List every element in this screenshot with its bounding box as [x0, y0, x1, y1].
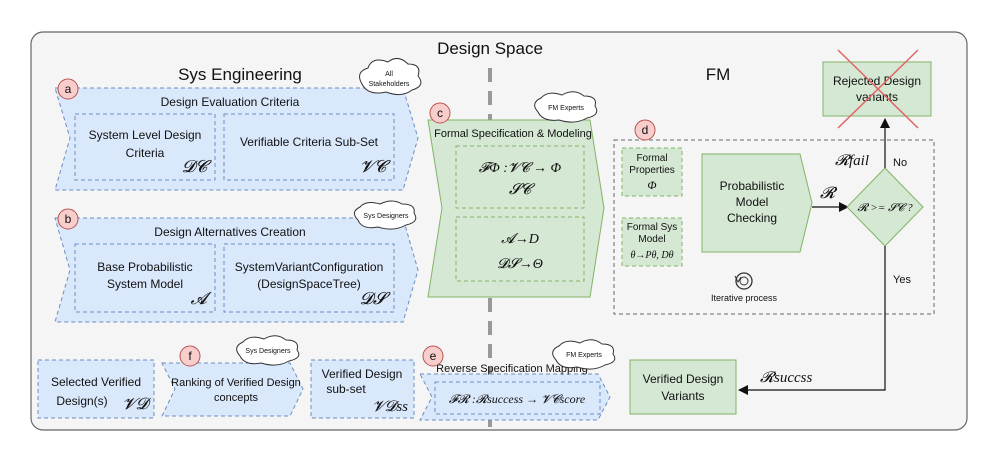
- formal-properties-box: [621, 147, 683, 197]
- verified-variants-label-1: Verified Design: [643, 372, 724, 386]
- pmc-label-2: Model: [736, 195, 769, 209]
- rejected-label-1: Rejected Design: [833, 74, 921, 88]
- model-mapping-eq-2: 𝓓𝓢→Θ: [497, 257, 543, 272]
- badge-d: d: [634, 119, 656, 141]
- sys-engineering-heading: Sys Engineering: [178, 65, 302, 84]
- iterative-process-icon: [734, 272, 753, 290]
- cloud-sys-designers-f: Sys Designers: [236, 335, 300, 366]
- design-evaluation-criteria-title: Design Evaluation Criteria: [161, 95, 300, 109]
- selected-verified-label-2: Design(s): [56, 394, 107, 408]
- model-mapping-eq-1: 𝓐→D: [501, 232, 539, 247]
- verified-variants-label-2: Variants: [661, 389, 704, 403]
- reverse-specification-block: [419, 373, 611, 421]
- iterative-process-label: Iterative process: [711, 293, 778, 303]
- cloud-sys-designers-b: Sys Designers: [354, 200, 417, 230]
- success-arrow: [738, 246, 886, 395]
- selected-verified-label-1: Selected Verified: [51, 375, 141, 389]
- ranking-label-1: Ranking of Verified Design: [171, 377, 301, 389]
- ds-symbol: 𝓓𝓢: [360, 289, 391, 308]
- badge-f: f: [179, 345, 201, 367]
- formal-sys-model-label-2: Model: [638, 234, 665, 245]
- vd-symbol: 𝓥𝓓: [122, 396, 151, 413]
- base-probabilistic-label-2: System Model: [107, 277, 183, 291]
- system-level-criteria-label-2: Criteria: [126, 146, 165, 160]
- probabilistic-model-checking-block: [701, 153, 813, 253]
- badge-b: b: [57, 208, 79, 230]
- svg-text:b: b: [65, 212, 72, 226]
- svg-text:FM Experts: FM Experts: [548, 105, 584, 112]
- r-fail-label: 𝓡fail: [835, 153, 869, 169]
- formal-sys-model-box: [621, 217, 683, 267]
- r-success-label: 𝓡succss: [760, 370, 813, 386]
- system-level-criteria-box: [74, 113, 216, 181]
- cloud-all-stakeholders: All Stakeholders: [359, 58, 422, 96]
- decision-label: 𝓡 >= 𝓢𝓒 ?: [857, 202, 913, 214]
- spec-mapping-box: [455, 145, 585, 209]
- model-checking-region: [613, 139, 935, 315]
- reject-cross-2: [837, 49, 919, 129]
- system-variant-config-label-2: (DesignSpaceTree): [257, 277, 361, 291]
- formal-properties-label-2: Properties: [629, 165, 675, 176]
- verified-subset-label-1: Verified Design: [322, 367, 403, 381]
- design-alternatives-title: Design Alternatives Creation: [154, 225, 305, 239]
- pmc-label-3: Checking: [727, 211, 777, 225]
- yes-label: Yes: [893, 274, 911, 286]
- system-level-criteria-label-1: System Level Design: [89, 128, 202, 142]
- verifiable-criteria-label: Verifiable Criteria Sub-Set: [240, 135, 379, 149]
- verifiable-criteria-box: [223, 113, 395, 181]
- badge-a: a: [57, 78, 79, 100]
- no-label: No: [893, 157, 907, 169]
- reverse-mapping-eq: 𝓕𝓡 :𝓡success → 𝓥𝓒score: [449, 392, 586, 406]
- spec-mapping-eq-1: 𝓕Φ :𝓥𝓒 → Φ: [479, 161, 562, 176]
- ranking-block: [161, 362, 304, 417]
- svg-text:d: d: [642, 123, 649, 137]
- pmc-label-1: Probabilistic: [720, 179, 785, 193]
- formal-sys-model-label-1: Formal Sys: [627, 222, 678, 233]
- svg-text:All: All: [385, 71, 393, 78]
- base-probabilistic-label-1: Base Probabilistic: [97, 260, 192, 274]
- dc-symbol: 𝓓𝓒: [182, 157, 212, 176]
- svg-text:f: f: [188, 349, 192, 363]
- svg-text:a: a: [65, 82, 72, 96]
- r-result-label: 𝓡: [820, 185, 838, 202]
- formal-properties-label-1: Formal: [636, 153, 667, 164]
- verified-subset-box: [310, 359, 415, 419]
- cloud-fm-experts-c: FM Experts: [534, 91, 598, 123]
- spec-mapping-eq-2: 𝓢𝓒: [509, 182, 536, 198]
- formal-specification-title: Formal Specification & Modeling: [434, 128, 592, 140]
- system-variant-config-label-1: SystemVariantConfiguration: [235, 260, 384, 274]
- reverse-mapping-box: [434, 381, 601, 415]
- badge-c: c: [429, 102, 451, 124]
- design-space-title: Design Space: [437, 39, 543, 58]
- reverse-specification-title: Reverse Specification Mapping: [436, 363, 588, 375]
- formal-specification-block: [427, 119, 605, 298]
- fm-heading: FM: [706, 65, 731, 84]
- svg-text:Sys Designers: Sys Designers: [245, 348, 291, 355]
- svg-text:FM Experts: FM Experts: [566, 352, 602, 359]
- svg-text:Sys Designers: Sys Designers: [363, 213, 409, 220]
- verified-subset-label-2: sub-set: [326, 382, 366, 396]
- phi-symbol: Φ: [647, 178, 656, 192]
- ranking-label-2: concepts: [214, 392, 259, 404]
- model-mapping-box: [455, 216, 585, 282]
- cloud-fm-experts-e: FM Experts: [552, 339, 616, 370]
- system-variant-config-box: [223, 243, 395, 313]
- vd-ss-symbol: 𝓥𝓓ss: [372, 399, 408, 415]
- badge-e: e: [422, 345, 444, 367]
- svg-text:Stakeholders: Stakeholders: [369, 81, 410, 88]
- base-probabilistic-model-box: [74, 243, 216, 313]
- verified-design-variants-box: [629, 359, 737, 415]
- svg-text:e: e: [430, 349, 437, 363]
- svg-text:c: c: [437, 106, 443, 120]
- vc-symbol: 𝓥𝓒: [360, 157, 391, 176]
- theta-mapping: θ→Pθ, Dθ: [630, 250, 673, 261]
- selected-verified-design-box: [37, 359, 155, 419]
